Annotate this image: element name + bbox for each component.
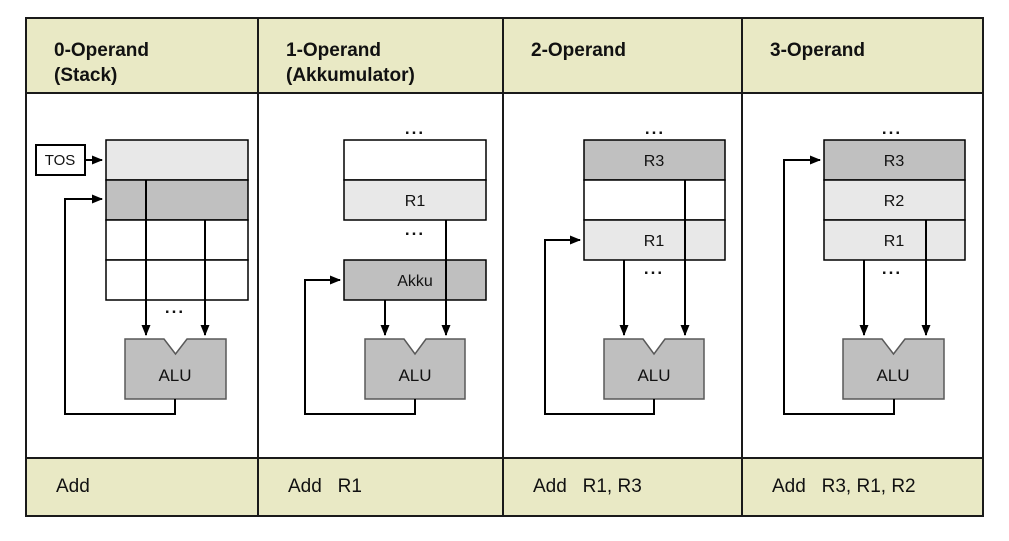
header-line: 3-Operand bbox=[770, 40, 866, 61]
instruction-cell-2op: Add R1, R3 bbox=[504, 459, 741, 515]
row-separator bbox=[27, 457, 982, 459]
ellipsis: ... bbox=[882, 119, 902, 138]
alu-label: ALU bbox=[876, 366, 909, 385]
three-operand-architecture-diagram: ... R3 R2 R1 ... ALU bbox=[783, 119, 966, 415]
header-1-operand: 1-Operand (Akkumulator) bbox=[259, 19, 502, 92]
header-3-operand: 3-Operand bbox=[743, 19, 982, 92]
register-r1 bbox=[823, 219, 966, 261]
register-label: R2 bbox=[884, 193, 905, 210]
accumulator-architecture-diagram: ... R1 ... Akku ALU bbox=[304, 119, 487, 415]
header-line: (Akkumulator) bbox=[286, 65, 415, 86]
ellipsis: ... bbox=[644, 259, 664, 278]
stack-cell bbox=[105, 259, 249, 301]
alu-shape bbox=[842, 338, 945, 400]
akku-box bbox=[343, 259, 487, 301]
register-label: R3 bbox=[884, 153, 905, 170]
instruction-text: Add R1 bbox=[288, 476, 362, 497]
register-r1 bbox=[343, 179, 487, 221]
register-r3 bbox=[583, 139, 726, 181]
alu-shape bbox=[603, 338, 705, 400]
header-line: 1-Operand bbox=[286, 40, 382, 61]
alu-label: ALU bbox=[637, 366, 670, 385]
result-feedback-path bbox=[783, 155, 895, 415]
header-2-operand: 2-Operand bbox=[504, 19, 741, 92]
alu-label: ALU bbox=[158, 366, 191, 385]
ellipsis: ... bbox=[165, 298, 185, 317]
ellipsis: ... bbox=[405, 220, 425, 239]
header-0-operand: 0-Operand (Stack) bbox=[27, 19, 257, 92]
register-r2 bbox=[823, 179, 966, 221]
instruction-text: Add R1, R3 bbox=[533, 476, 642, 497]
ellipsis: ... bbox=[405, 119, 425, 138]
register-cell bbox=[583, 179, 726, 221]
register-label: R1 bbox=[644, 233, 665, 250]
column-separator bbox=[741, 19, 743, 515]
instruction-text: Add bbox=[56, 476, 90, 497]
column-separator bbox=[502, 19, 504, 515]
two-operand-architecture-diagram: ... R3 R1 ... ALU bbox=[544, 119, 726, 415]
result-feedback-path bbox=[304, 275, 416, 415]
instruction-text: Add R3, R1, R2 bbox=[772, 476, 916, 497]
stack-architecture-diagram: TOS ... ALU bbox=[35, 139, 249, 415]
ellipsis: ... bbox=[645, 119, 665, 138]
row-separator bbox=[27, 92, 982, 94]
instruction-cell-akku: Add R1 bbox=[259, 459, 502, 515]
result-feedback-path bbox=[544, 235, 655, 415]
register-r1 bbox=[583, 219, 726, 261]
register-label: R1 bbox=[884, 233, 905, 250]
alu-shape bbox=[364, 338, 466, 400]
header-line: 2-Operand bbox=[531, 40, 627, 61]
header-line: 0-Operand bbox=[54, 40, 150, 61]
register-cell bbox=[343, 139, 487, 181]
comparison-table: 0-Operand (Stack) 1-Operand (Akkumulator… bbox=[25, 17, 984, 517]
register-label: R3 bbox=[644, 153, 665, 170]
akku-label: Akku bbox=[397, 273, 433, 290]
register-label: R1 bbox=[405, 193, 426, 210]
stack-cell-second bbox=[105, 179, 249, 221]
header-line: (Stack) bbox=[54, 65, 118, 86]
column-separator bbox=[257, 19, 259, 515]
alu-label: ALU bbox=[398, 366, 431, 385]
stack-cell-top bbox=[105, 139, 249, 181]
stack-cell bbox=[105, 219, 249, 261]
register-r3 bbox=[823, 139, 966, 181]
instruction-cell-stack: Add bbox=[27, 459, 257, 515]
ellipsis: ... bbox=[882, 259, 902, 278]
instruction-cell-3op: Add R3, R1, R2 bbox=[743, 459, 982, 515]
result-feedback-path bbox=[64, 194, 176, 415]
tos-label: TOS bbox=[45, 152, 76, 169]
alu-shape bbox=[124, 338, 227, 400]
